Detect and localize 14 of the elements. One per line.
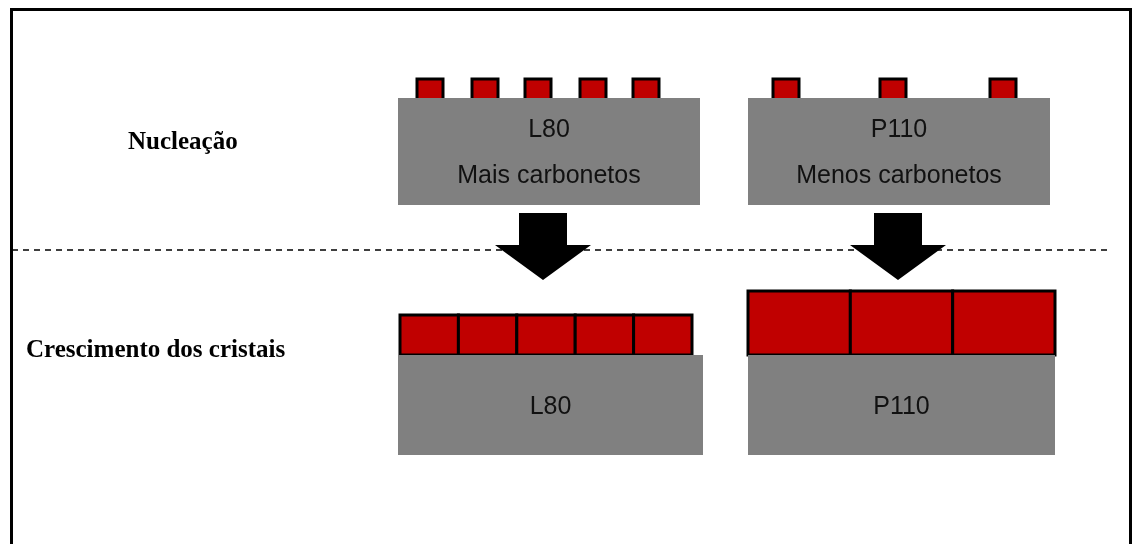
block-label: P110 — [873, 390, 930, 420]
block-label: Mais carbonetos — [457, 159, 641, 189]
stage-label: Nucleação — [128, 127, 238, 155]
steel-block — [398, 355, 703, 455]
block-label: L80 — [529, 390, 572, 420]
block-label: Menos carbonetos — [796, 159, 1002, 189]
block-arrow — [495, 213, 591, 280]
steel-block — [748, 355, 1055, 455]
stage-label: Crescimento dos cristais — [26, 335, 286, 363]
block-arrow — [850, 213, 946, 280]
block-label: P110 — [870, 114, 928, 144]
steel-block — [398, 98, 700, 205]
block-label: L80 — [528, 114, 570, 144]
steel-block — [748, 98, 1050, 205]
